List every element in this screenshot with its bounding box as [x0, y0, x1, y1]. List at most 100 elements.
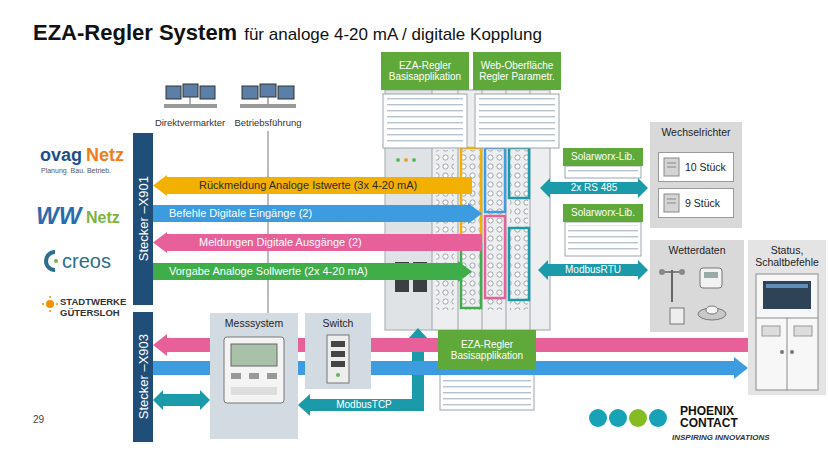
inverter-icon: [667, 163, 676, 164]
company-logo: [609, 409, 627, 427]
callout-box: Solarworx-Lib.: [563, 148, 643, 166]
screenshot: [565, 166, 641, 178]
signal-band: Vorgabe Analoge Sollwerte (2x 4-20 mA): [153, 261, 472, 282]
company-logo: [46, 252, 55, 270]
company-logo: [629, 409, 647, 427]
weather-sensor-icon: [700, 268, 722, 288]
callout-text: Solarworx-Lib.: [566, 207, 640, 219]
screenshot: [475, 94, 559, 148]
bus-label: 2x RS 485: [550, 182, 638, 194]
company-logo: [46, 300, 54, 308]
inverter-icon: [667, 199, 676, 200]
signal-name: Meldungen Digitale Ausgänge (2): [153, 232, 362, 253]
brand-slogan: INSPIRING INNOVATIONS: [672, 433, 770, 442]
controller-device: [509, 228, 529, 300]
switchgear-icon: [790, 350, 794, 354]
monitor-icon: [164, 104, 217, 108]
signal-band: Befehle Digitale Eingänge (2): [153, 203, 482, 224]
page-number: 29: [33, 414, 44, 425]
device-panel: Wechselrichter10 Stück9 Stück: [650, 122, 742, 228]
controller-device: [404, 158, 408, 162]
switchgear-icon: [763, 281, 811, 309]
meter-icon: [267, 373, 277, 379]
controller-device: [485, 148, 505, 212]
switchgear-icon: [756, 274, 818, 390]
monitor-icon: [242, 86, 258, 99]
screenshot: [383, 94, 467, 148]
company-logo: [54, 259, 58, 263]
callout-text: EZA-Regler Basisapplikation: [441, 339, 533, 362]
brand-logo: PHOENIX CONTACT: [680, 405, 756, 429]
controller-device: [462, 150, 480, 310]
inverter-box: 9 Stück: [658, 188, 734, 218]
callout-box: EZA-Regler Basisapplikation: [438, 330, 536, 370]
monitor-icon: [183, 84, 198, 97]
logo-text: WW: [36, 204, 81, 228]
role-name: Betriebsführung: [230, 117, 306, 128]
panel-title: Wetterdaten: [650, 244, 744, 256]
monitor-icon: [268, 97, 269, 104]
screenshot: [387, 98, 463, 144]
callout-text: EZA-Regler Basisapplikation: [384, 60, 466, 83]
screenshot: [568, 225, 638, 253]
monitor-icon: [278, 86, 294, 99]
company-logo: [49, 310, 51, 312]
connector-band: Stecker –X903: [133, 312, 153, 442]
bus-arrow: [540, 178, 648, 198]
device-panel: Switch: [305, 313, 371, 389]
monitor-icon: [260, 84, 276, 97]
arrow-shape: [153, 203, 482, 224]
weather-sensor-icon: [671, 270, 673, 302]
slide-title: EZA-Regler System: [33, 20, 237, 45]
bus-arrow: [298, 394, 310, 416]
company-logo: [589, 409, 607, 427]
switch-icon: [336, 373, 340, 377]
weather-sensor-icon: [670, 308, 684, 324]
switchgear-icon: [787, 318, 788, 390]
logo-text: creos: [62, 251, 111, 271]
logo-slogan: Planung. Bau. Betrieb.: [41, 167, 111, 174]
signal-band: Rückmeldung Analoge Istwerte (3x 4-20 mA…: [153, 175, 472, 196]
company-logo: [49, 296, 51, 298]
controller-device: [486, 150, 504, 310]
controller-device: [510, 150, 528, 310]
logo-text: ovag: [40, 146, 82, 164]
controller-device: [436, 150, 454, 310]
connector-name: Stecker –X903: [136, 334, 151, 419]
weather-sensor-icon: [706, 306, 718, 314]
switch-icon: [331, 351, 345, 357]
weather-sensor-icon: [659, 269, 665, 275]
controller-device: [413, 280, 427, 292]
connector-band: Stecker –X901: [133, 133, 153, 305]
weather-sensor-icon: [679, 269, 685, 275]
arrow-shape: [153, 261, 472, 282]
callout-box: EZA-Regler Basisapplikation: [381, 52, 469, 90]
switch-icon: [331, 361, 345, 367]
meter-icon: [231, 387, 277, 395]
arrow-shape: [153, 175, 472, 196]
switchgear-icon: [780, 350, 784, 354]
meter-icon: [231, 373, 241, 379]
callout-box: Solarworx-Lib.: [563, 204, 643, 222]
device-panel: Status, Schaltbefehle: [748, 240, 826, 395]
device-panel: Messsystem: [210, 313, 298, 439]
logo-text: Netz: [86, 210, 120, 226]
meter-icon: [231, 344, 277, 366]
bus-label: ModbusTCP: [312, 399, 416, 411]
controller-device: [396, 158, 400, 162]
switchgear-icon: [762, 326, 780, 336]
logo-text: STADTWERKE GÜTERSLOH: [60, 297, 142, 319]
device-panel: Wetterdaten: [650, 240, 744, 332]
company-logo: [56, 303, 58, 305]
controller-device: [509, 148, 529, 198]
switchgear-icon: [766, 284, 808, 288]
signal-band: Meldungen Digitale Ausgänge (2): [153, 232, 482, 253]
panel-title: Switch: [305, 317, 371, 329]
screenshot: [565, 222, 641, 256]
signal-name: Vorgabe Analoge Sollwerte (2x 4-20 mA): [153, 261, 368, 282]
controller-device: [485, 216, 505, 298]
meter-icon: [224, 337, 284, 403]
count-text: 9 Stück: [685, 197, 720, 209]
switch-icon: [331, 341, 345, 347]
